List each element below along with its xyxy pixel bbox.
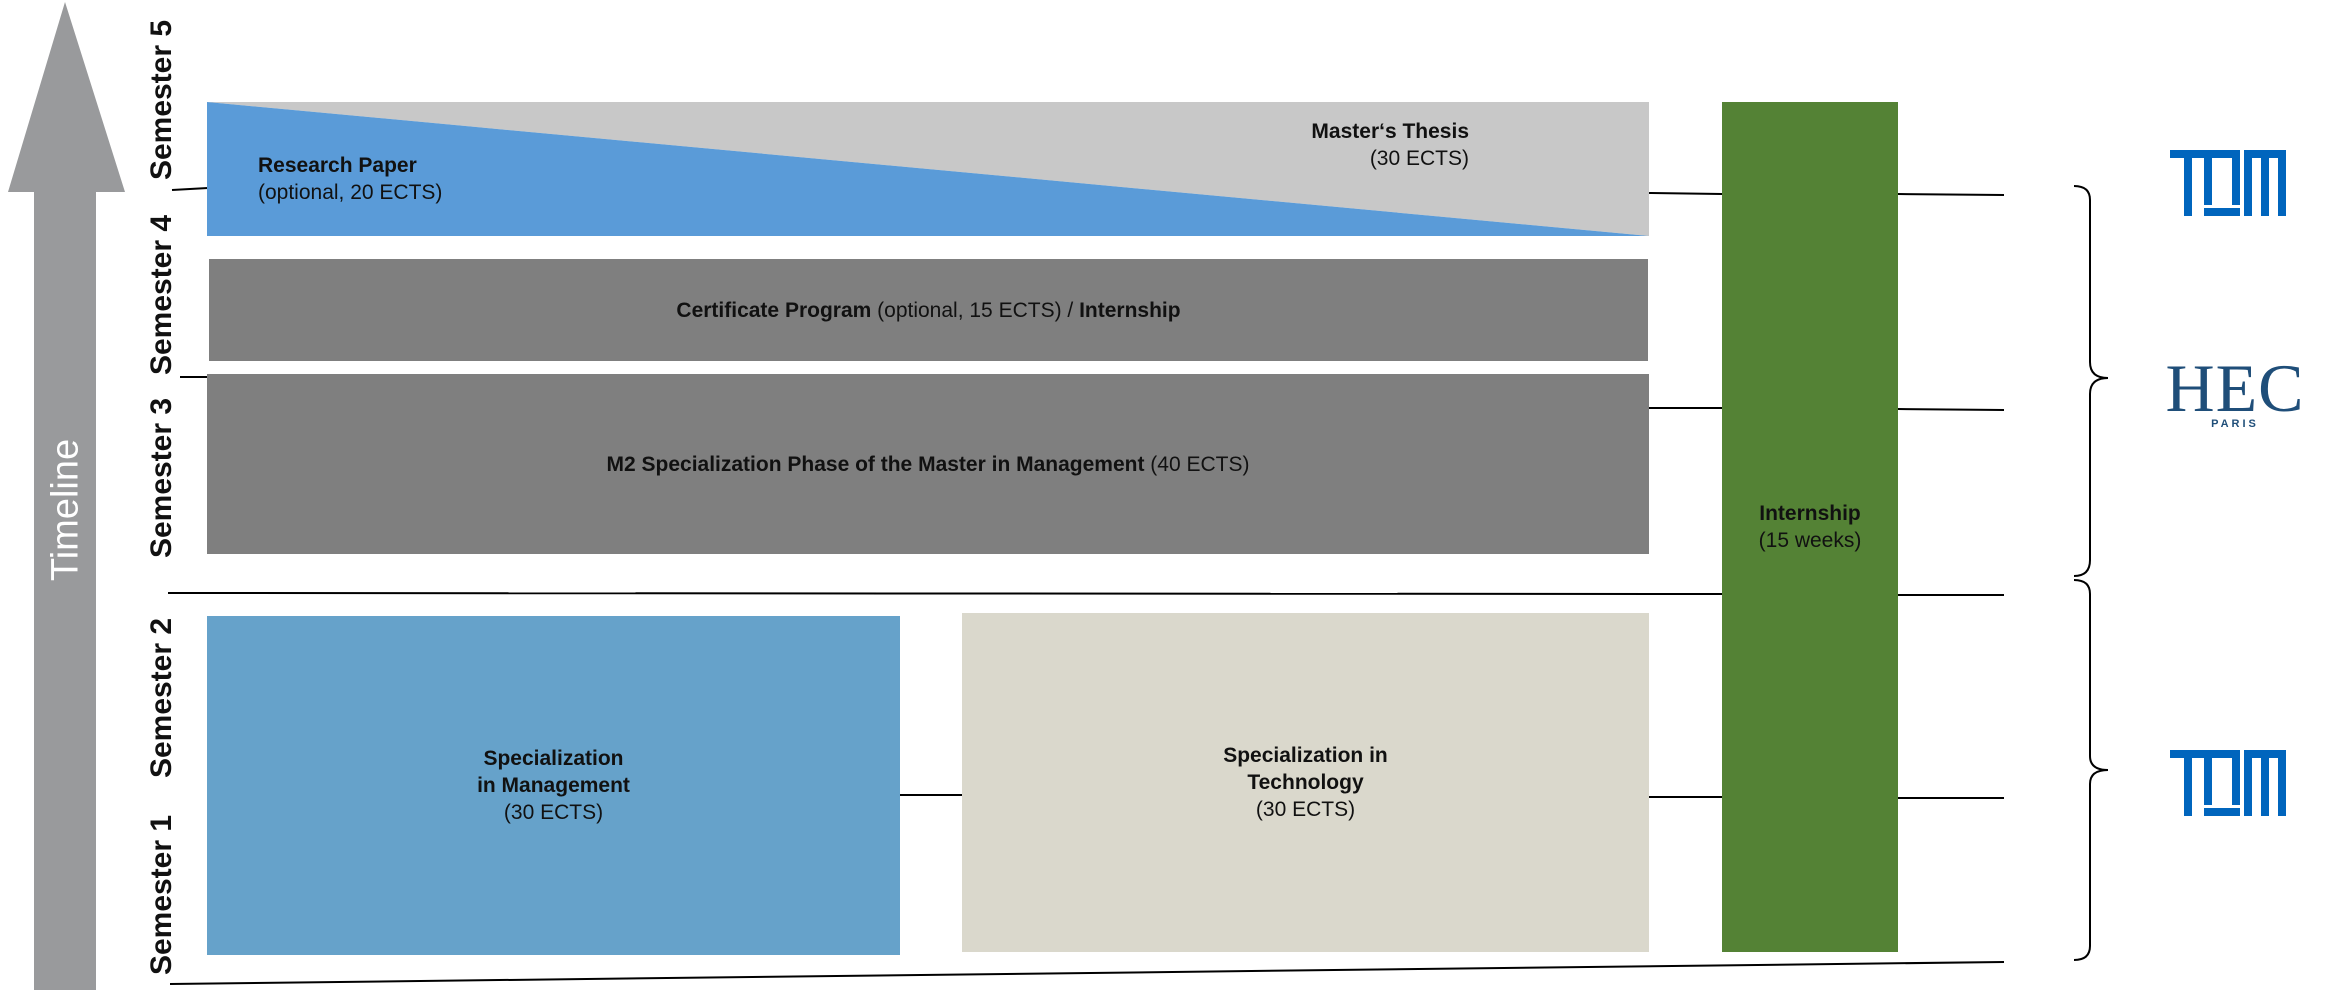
hec-paris-logo: HEC PARIS	[2160, 350, 2310, 430]
specialization-management-block: Specialization in Management (30 ECTS)	[207, 616, 900, 955]
hec-logo-subtext: PARIS	[2211, 418, 2259, 430]
certificate-program-title: Certificate Program	[676, 298, 872, 322]
thesis-research-block	[207, 102, 1649, 236]
research-paper-detail: (optional, 20 ECTS)	[258, 181, 443, 204]
spec-management-detail: (30 ECTS)	[503, 801, 604, 824]
masters-thesis-text: Master‘s Thesis (30 ECTS)	[1311, 118, 1469, 172]
spec-management-line2: in Management	[477, 774, 630, 797]
timeline-arrow	[8, 2, 125, 990]
internship-block: Internship (15 weeks)	[1722, 102, 1898, 952]
masters-thesis-title: Master‘s Thesis	[1311, 120, 1469, 143]
m2-specialization-block: M2 Specialization Phase of the Master in…	[207, 374, 1649, 554]
spec-technology-line2: Technology	[1247, 771, 1364, 794]
spec-technology-line1: Specialization in	[1223, 744, 1388, 767]
certificate-internship-label: Internship	[1079, 298, 1181, 322]
m2-specialization-title: M2 Specialization Phase of the Master in…	[606, 452, 1145, 476]
internship-title: Internship	[1759, 502, 1861, 525]
certificate-program-detail: (optional, 15 ECTS) /	[871, 298, 1080, 322]
hec-phase-brace	[2073, 185, 2109, 577]
m2-specialization-detail: (40 ECTS)	[1144, 452, 1250, 476]
tum-logo-2	[2170, 750, 2286, 821]
research-paper-text: Research Paper (optional, 20 ECTS)	[258, 152, 442, 206]
hec-logo-text: HEC	[2165, 350, 2305, 426]
spec-technology-detail: (30 ECTS)	[1255, 798, 1356, 821]
tum-logo	[2170, 150, 2286, 221]
spec-management-line1: Specialization	[483, 747, 624, 770]
specialization-technology-block: Specialization in Technology (30 ECTS)	[962, 613, 1649, 952]
masters-thesis-detail: (30 ECTS)	[1369, 147, 1469, 170]
internship-detail: (15 weeks)	[1758, 529, 1862, 552]
certificate-program-block: Certificate Program (optional, 15 ECTS) …	[209, 259, 1648, 361]
research-paper-title: Research Paper	[258, 154, 417, 177]
tum-phase-brace	[2073, 579, 2109, 961]
